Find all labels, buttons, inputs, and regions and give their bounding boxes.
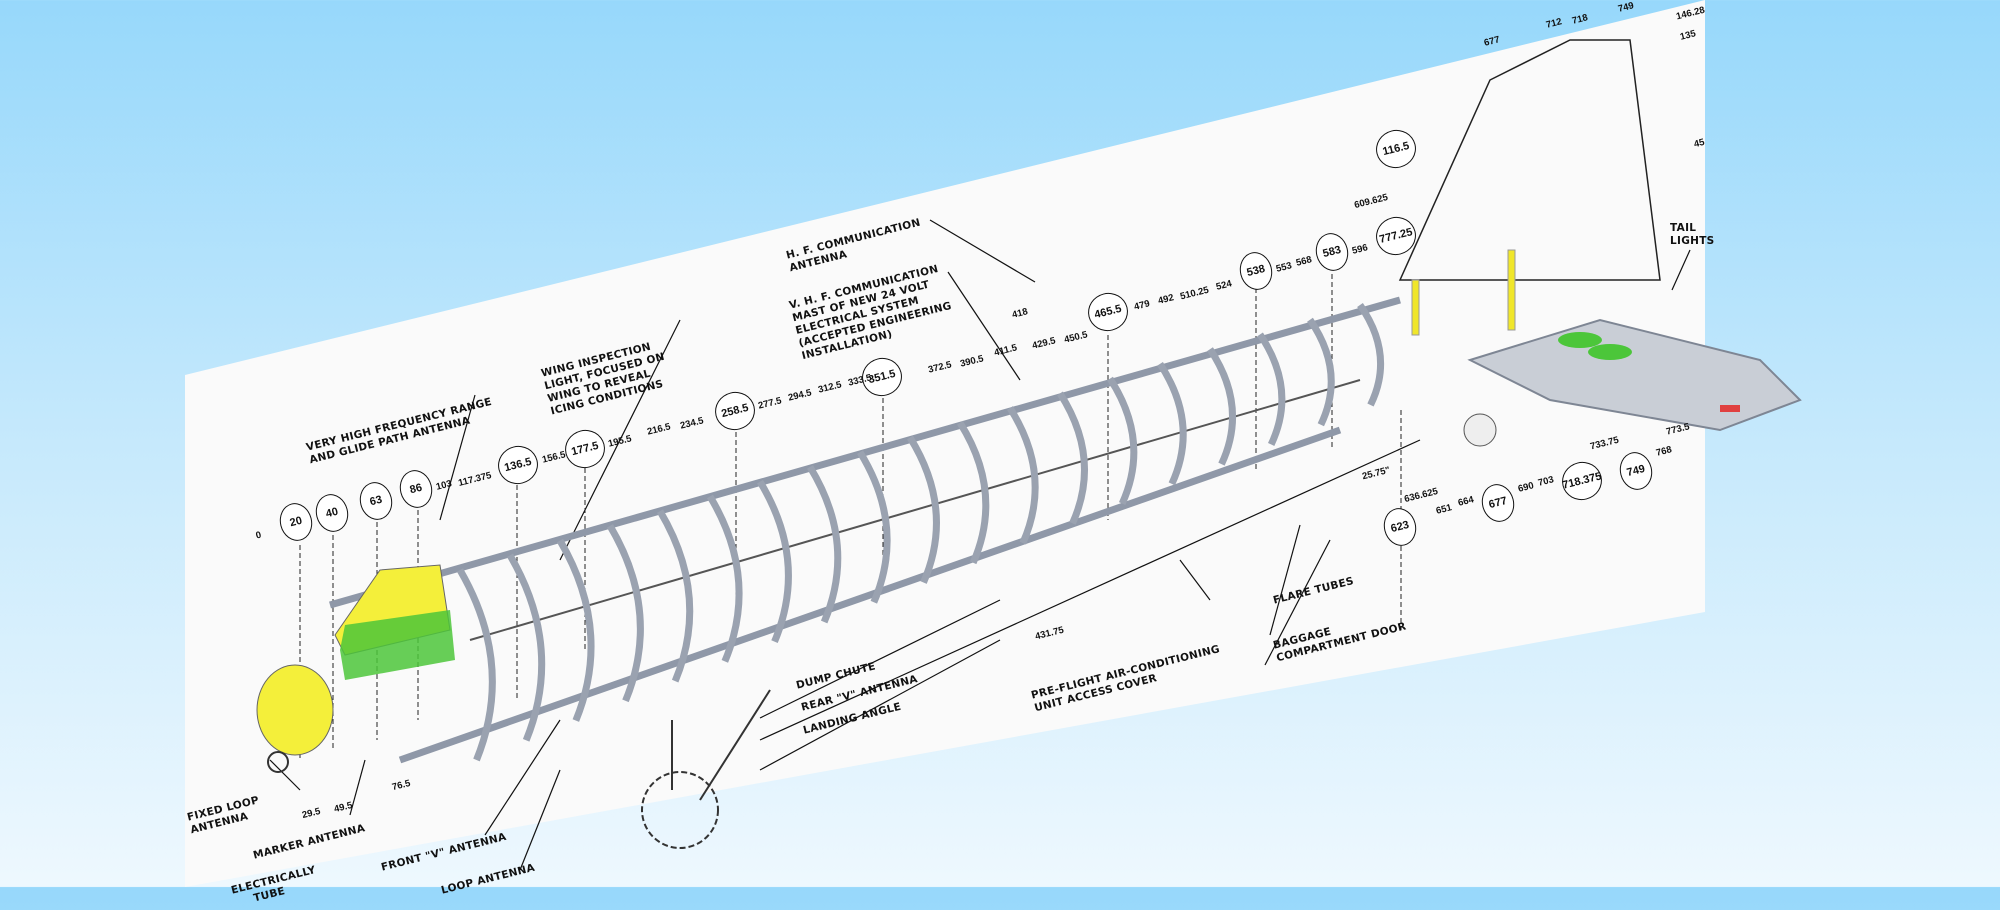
horizontal-stabilizer [1467, 318, 1802, 432]
vertical-fin [1398, 39, 1661, 281]
fuselage-rib [757, 479, 792, 644]
fuselage-rib [506, 553, 546, 742]
landing-gear [641, 689, 771, 849]
stabilizer-marker [1720, 405, 1740, 412]
fuselage-rib [857, 450, 891, 604]
fuselage-rib [1257, 332, 1286, 446]
tail-wheel [1463, 413, 1497, 447]
fuselage-rib [456, 568, 496, 762]
nose-cone [256, 664, 334, 756]
fuselage-rib [1007, 406, 1039, 545]
cockpit-green-panel [340, 610, 455, 680]
fuselage-rib [656, 509, 694, 683]
fuselage-rib [1357, 302, 1384, 407]
fuselage-rib [807, 465, 842, 624]
fuselage-rib [1157, 361, 1187, 486]
fixed-loop-antenna [267, 751, 289, 773]
leader-lines [269, 219, 1691, 871]
fuselage-rib [556, 538, 595, 722]
fuselage-rib [1107, 376, 1138, 506]
yellow-posts [1411, 249, 1516, 336]
fuselage-frame [329, 296, 1401, 764]
fuselage-rib [706, 494, 743, 663]
fuselage-ribs [456, 302, 1384, 762]
callout-tail-lights: TAIL LIGHTS [1670, 222, 1715, 247]
diagram-canvas [185, 0, 1802, 887]
fuselage-rib [1207, 347, 1237, 466]
fuselage-rib [1307, 317, 1335, 427]
blueprint-sheet [185, 0, 1705, 887]
fuselage-rib [606, 524, 644, 703]
fuselage-rib [907, 435, 940, 584]
fuselage-rib [957, 420, 990, 565]
green-flare-tubes [1558, 332, 1632, 360]
fuselage-rib [1057, 391, 1089, 525]
